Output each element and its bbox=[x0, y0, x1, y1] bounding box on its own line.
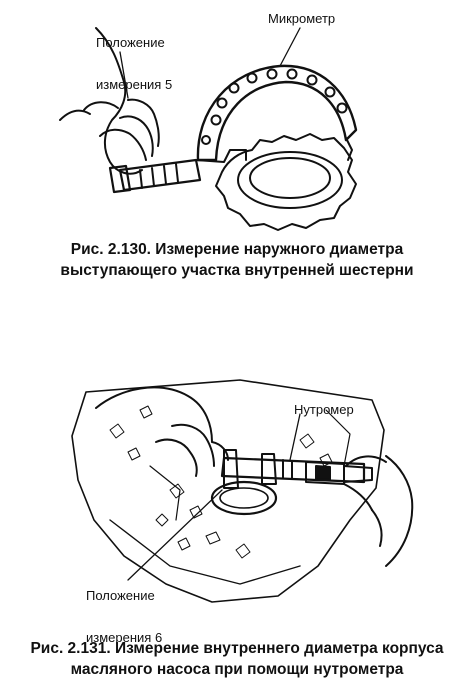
position-label-line-1: Положение bbox=[96, 35, 165, 50]
figure-130-micrometer-label: Микрометр bbox=[268, 11, 336, 26]
figure-131-caption: Рис. 2.131. Измерение внутреннего диамет… bbox=[0, 638, 474, 680]
inside-micrometer-pump-housing-drawing bbox=[71, 379, 414, 603]
caption-line-1: Рис. 2.130. Измерение наружного диаметра bbox=[70, 241, 404, 258]
figure-130-position-label: Положение измерения 5 bbox=[96, 8, 172, 106]
figure-131-illustration bbox=[0, 370, 474, 610]
micrometer-outer-gear-drawing bbox=[59, 27, 358, 231]
position-label-line-1: Положение bbox=[86, 588, 155, 603]
position-label-line-2: измерения 5 bbox=[96, 77, 173, 92]
figure-131-position-label: Положение измерения 6 bbox=[86, 561, 162, 659]
position-label-line-2: измерения 6 bbox=[86, 630, 163, 645]
figure-130-caption: Рис. 2.130. Измерение наружного диаметра… bbox=[0, 239, 474, 281]
caption-line-2: масляного насоса при помощи нутрометра bbox=[70, 661, 404, 678]
caption-line-2: выступающего участка внутренней шестерни bbox=[60, 262, 414, 279]
figure-131-inside-micrometer-label: Нутромер bbox=[294, 402, 354, 417]
figure-130-illustration bbox=[0, 0, 474, 240]
caption-line-1: Рис. 2.131. Измерение внутреннего диамет… bbox=[30, 640, 444, 657]
